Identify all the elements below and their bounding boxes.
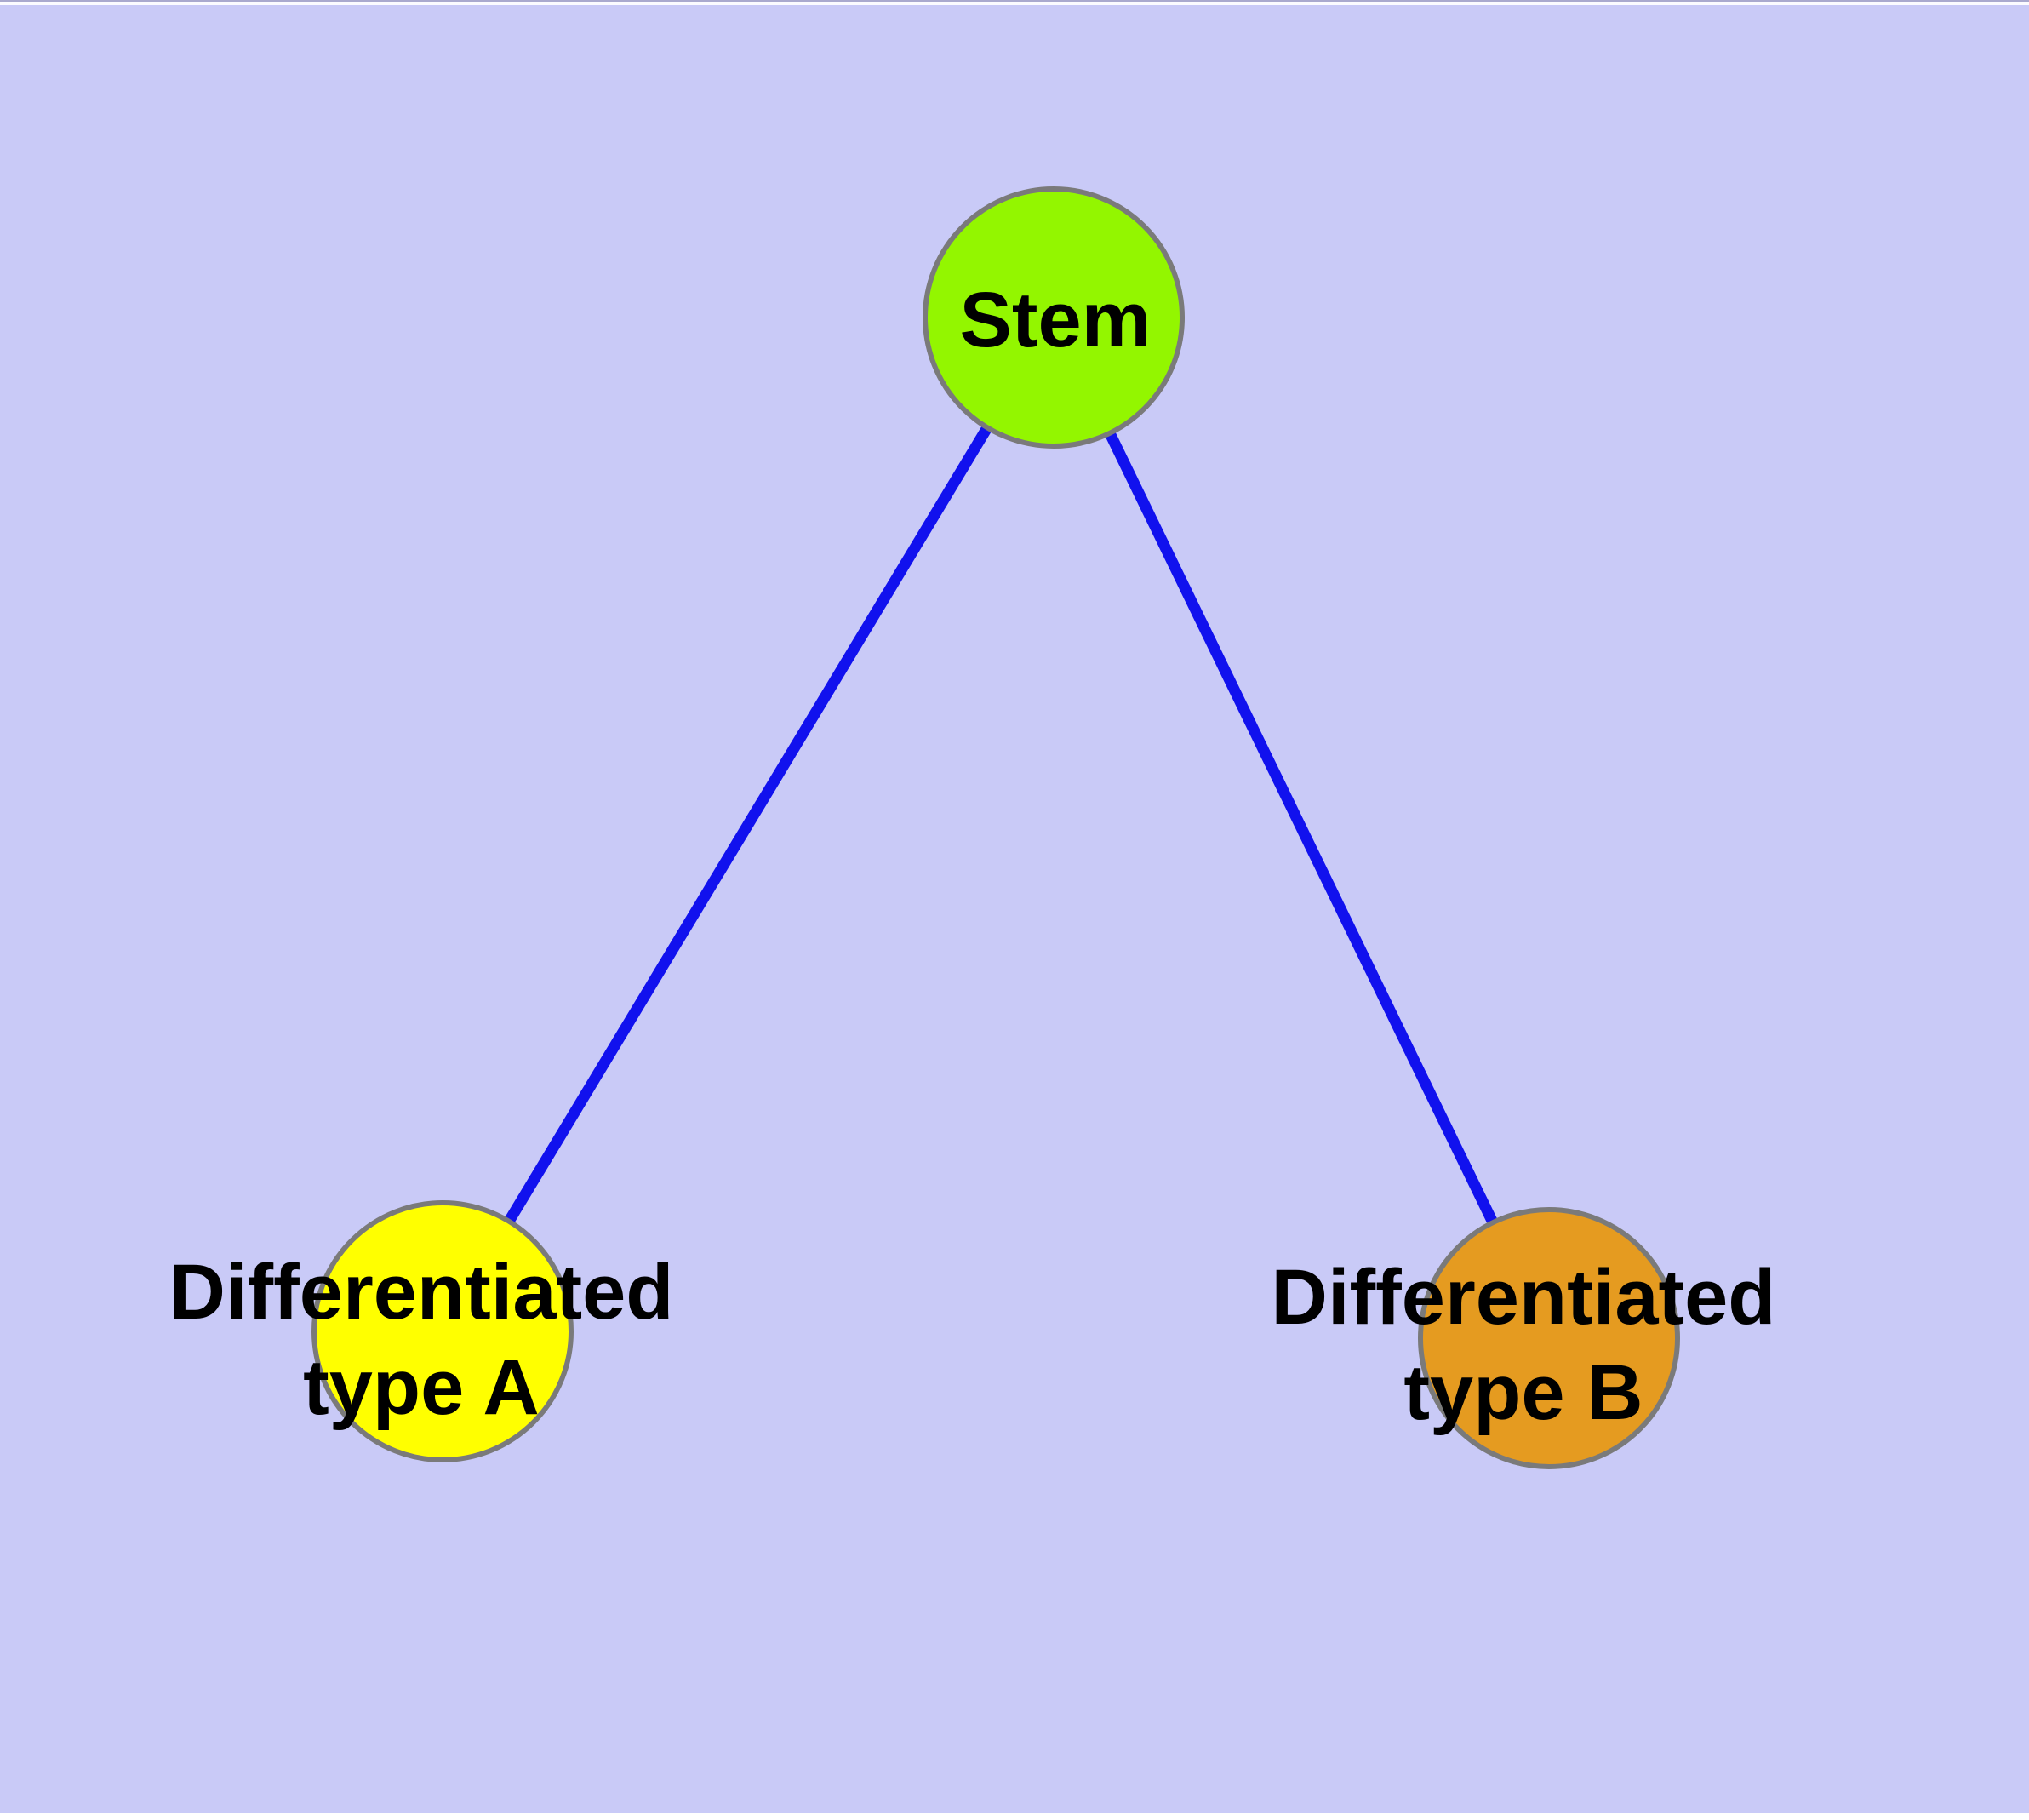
node-type-b — [1418, 1207, 1680, 1469]
node-type-b-label-line1: Differentiated — [1272, 1254, 1776, 1341]
node-type-a — [311, 1200, 574, 1462]
node-type-b-label-line2: type B — [1403, 1349, 1643, 1436]
node-type-a-label-line1: Differentiated — [169, 1249, 674, 1336]
window-bottom-edge — [0, 1813, 2029, 1820]
window-top-edge — [0, 2, 2029, 5]
node-type-a-label-line2: type A — [303, 1344, 540, 1431]
window-top-hairline — [0, 0, 2029, 2]
edge-stem-to-type-a — [437, 314, 1059, 1335]
node-stem — [923, 186, 1185, 449]
node-stem-label: Stem — [960, 277, 1152, 363]
edge-stem-to-type-b — [1049, 315, 1554, 1341]
